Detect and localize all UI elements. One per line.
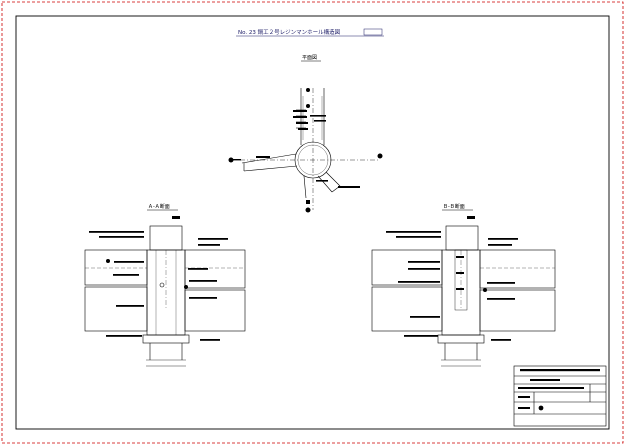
section-right-callouts — [386, 216, 518, 341]
plan-view — [240, 88, 380, 210]
title-scale-box — [363, 28, 383, 36]
drawing-title: No. 23 鍋工２号レジンマンホール構造図 — [238, 28, 341, 36]
section-left-callouts — [89, 216, 228, 341]
inner-frame — [15, 15, 610, 430]
title-block-text — [518, 369, 600, 411]
section-left — [84, 225, 246, 367]
title-block — [513, 365, 607, 427]
section-left-label: Ａ-Ａ断面 — [148, 203, 170, 210]
section-right-label: Ｂ-Ｂ断面 — [443, 203, 465, 210]
plan-view-callouts — [228, 88, 383, 213]
section-right — [371, 225, 556, 367]
plan-view-label: 平面図 — [302, 55, 317, 61]
